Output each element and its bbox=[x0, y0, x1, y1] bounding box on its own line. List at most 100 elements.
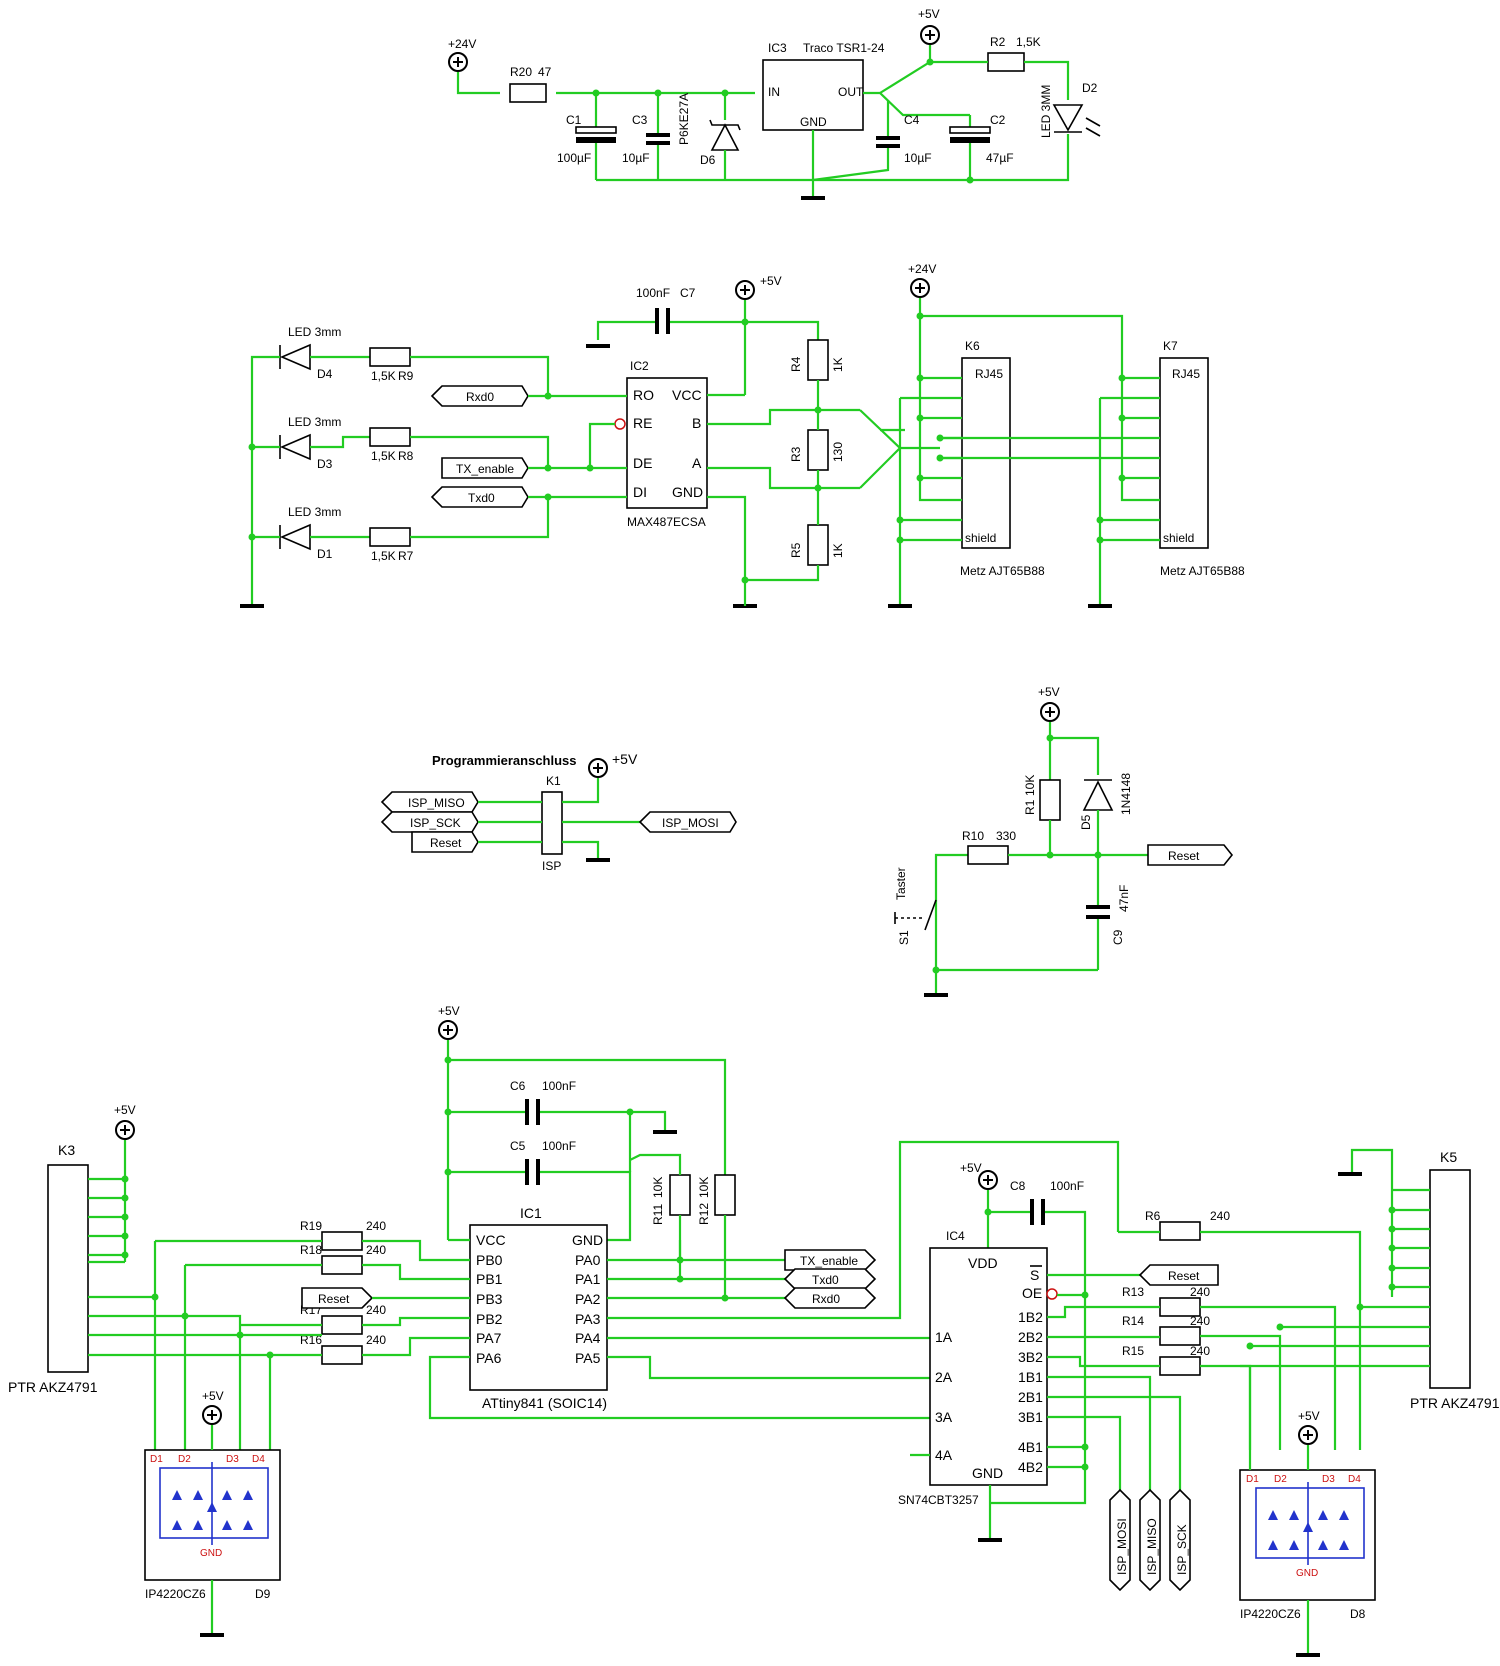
ic1-pin-gnd: GND bbox=[572, 1232, 603, 1248]
supply-5v-label-mcu: +5V bbox=[438, 1004, 460, 1018]
r10-value: 330 bbox=[996, 829, 1016, 843]
r12-ref: R12 bbox=[697, 1203, 711, 1225]
c7-ref: C7 bbox=[680, 286, 696, 300]
d9-pin-d1: D1 bbox=[150, 1454, 163, 1465]
c3-value: 10µF bbox=[622, 151, 650, 165]
d9-pin-d2: D2 bbox=[178, 1454, 191, 1465]
d9-pin-d3: D3 bbox=[226, 1454, 239, 1465]
ic2-pin-re: RE bbox=[633, 415, 652, 431]
k6-rj45-connector bbox=[961, 357, 1011, 549]
ic2-pin-vcc: VCC bbox=[672, 387, 702, 403]
r20-ref: R20 bbox=[510, 65, 532, 79]
ic3-part: Traco TSR1-24 bbox=[803, 41, 885, 55]
net-flag-reset-isp bbox=[411, 831, 479, 853]
net-flag-isp-mosi bbox=[638, 811, 737, 833]
supply-24v-symbol-k6 bbox=[910, 278, 930, 298]
mux-reset-label: Reset bbox=[1168, 1269, 1200, 1283]
c1-ref: C1 bbox=[566, 113, 582, 127]
k1-ref: K1 bbox=[546, 774, 561, 788]
r17-resistor bbox=[321, 1315, 363, 1335]
d5-ref: D5 bbox=[1079, 814, 1093, 830]
ic4-sn74cbt3257 bbox=[929, 1247, 1048, 1486]
c4-value: 10µF bbox=[904, 151, 932, 165]
supply-5v-symbol-ic4 bbox=[978, 1170, 998, 1190]
r6-value: 240 bbox=[1210, 1209, 1230, 1223]
ic3-out-pin: OUT bbox=[838, 85, 864, 99]
r14-resistor bbox=[1159, 1326, 1201, 1346]
d6-part: P6KE27A bbox=[677, 93, 691, 145]
s1-part: Taster bbox=[894, 867, 908, 900]
supply-5v-symbol-d8 bbox=[1298, 1425, 1318, 1445]
isp-miso-label: ISP_MISO bbox=[408, 796, 465, 810]
ic1-pin-pb1: PB1 bbox=[476, 1271, 503, 1287]
k3-connector bbox=[47, 1164, 89, 1373]
r9-ref: R9 bbox=[398, 369, 414, 383]
r16-resistor bbox=[321, 1345, 363, 1365]
r10-ref: R10 bbox=[962, 829, 984, 843]
r19-value: 240 bbox=[366, 1219, 386, 1233]
c3-ref: C3 bbox=[632, 113, 648, 127]
r3-value: 130 bbox=[831, 442, 845, 462]
ic1-pin-pa7: PA7 bbox=[476, 1330, 502, 1346]
r2-value: 1,5K bbox=[1016, 35, 1041, 49]
k7-shield: shield bbox=[1163, 531, 1194, 545]
r20-resistor bbox=[509, 83, 547, 103]
c5-value: 100nF bbox=[542, 1139, 576, 1153]
d9-part: IP4220CZ6 bbox=[145, 1587, 206, 1601]
led-d3: LED 3mm D3 1,5K R8 bbox=[279, 415, 550, 471]
ic1-pin-vcc: VCC bbox=[476, 1232, 506, 1248]
d6-tvs-diode bbox=[710, 123, 740, 151]
r20-value: 47 bbox=[538, 65, 552, 79]
net-flag-rxd0-mcu bbox=[783, 1287, 877, 1309]
ic2-pin-di: DI bbox=[633, 484, 647, 500]
d5-part: 1N4148 bbox=[1119, 773, 1133, 815]
r19-resistor bbox=[321, 1231, 363, 1251]
ic3-in-pin: IN bbox=[768, 85, 780, 99]
ic2-ref: IC2 bbox=[630, 359, 649, 373]
r4-ref: R4 bbox=[789, 356, 803, 372]
r19-ref: R19 bbox=[300, 1219, 322, 1233]
r18-ref: R18 bbox=[300, 1243, 322, 1257]
ic4-pin-s: S bbox=[1030, 1267, 1039, 1283]
k6-type: RJ45 bbox=[975, 367, 1003, 381]
d4-part: LED 3mm bbox=[288, 325, 341, 339]
net-flag-tx-enable bbox=[441, 457, 529, 479]
r4-value: 1K bbox=[831, 357, 845, 372]
d8-pin-d4: D4 bbox=[1348, 1474, 1361, 1485]
r8-ref: R8 bbox=[398, 449, 414, 463]
r7-value: 1,5K bbox=[371, 549, 396, 563]
k5-part: PTR AKZ4791 bbox=[1410, 1395, 1500, 1411]
supply-5v-symbol-ic2 bbox=[735, 280, 755, 300]
ic4-pin-1b2: 1B2 bbox=[1018, 1309, 1043, 1325]
supply-5v-label: +5V bbox=[918, 7, 940, 21]
d2-ref: D2 bbox=[1082, 81, 1098, 95]
ic1-pin-pa5: PA5 bbox=[575, 1350, 601, 1366]
ic2-pin-b: B bbox=[692, 415, 701, 431]
d8-pin-d1: D1 bbox=[1246, 1474, 1259, 1485]
k6-part: Metz AJT65B88 bbox=[960, 564, 1045, 578]
net-tx-enable-label: TX_enable bbox=[456, 462, 514, 476]
r1-ref: R1 bbox=[1023, 799, 1037, 815]
ic4-pin-1a: 1A bbox=[935, 1329, 953, 1345]
isp-sck-label: ISP_SCK bbox=[410, 816, 461, 830]
ic4-ref: IC4 bbox=[946, 1229, 965, 1243]
k5-port-section: K5 PTR AKZ4791 D8 IP4220CZ6 +5V D1 D2 D3… bbox=[1239, 1148, 1500, 1657]
isp-title: Programmieranschluss bbox=[432, 753, 577, 768]
led-d1: LED 3mm D1 1,5K R7 bbox=[279, 497, 550, 563]
supply-5v-label-ic4: +5V bbox=[960, 1161, 982, 1175]
ic2-pin-ro: RO bbox=[633, 387, 654, 403]
supply-5v-symbol-reset bbox=[1040, 702, 1060, 722]
r10-resistor bbox=[967, 845, 1009, 865]
ic3-gnd-pin: GND bbox=[800, 115, 827, 129]
ic2-part: MAX487ECSA bbox=[627, 515, 706, 529]
c2-capacitor bbox=[949, 126, 991, 134]
mcu-reset-label: Reset bbox=[318, 1292, 350, 1306]
mux-isp-sck-label: ISP_SCK bbox=[1175, 1524, 1189, 1575]
s1-switch bbox=[924, 899, 937, 931]
ic1-part: ATtiny841 (SOIC14) bbox=[482, 1395, 607, 1411]
power-supply-section: +24V R20 47 IC3 Traco TSR1-24 IN OUT GND… bbox=[448, 7, 1101, 200]
r1-value: 10K bbox=[1023, 775, 1037, 796]
k3-part: PTR AKZ4791 bbox=[8, 1379, 98, 1395]
r5-value: 1K bbox=[831, 543, 845, 558]
